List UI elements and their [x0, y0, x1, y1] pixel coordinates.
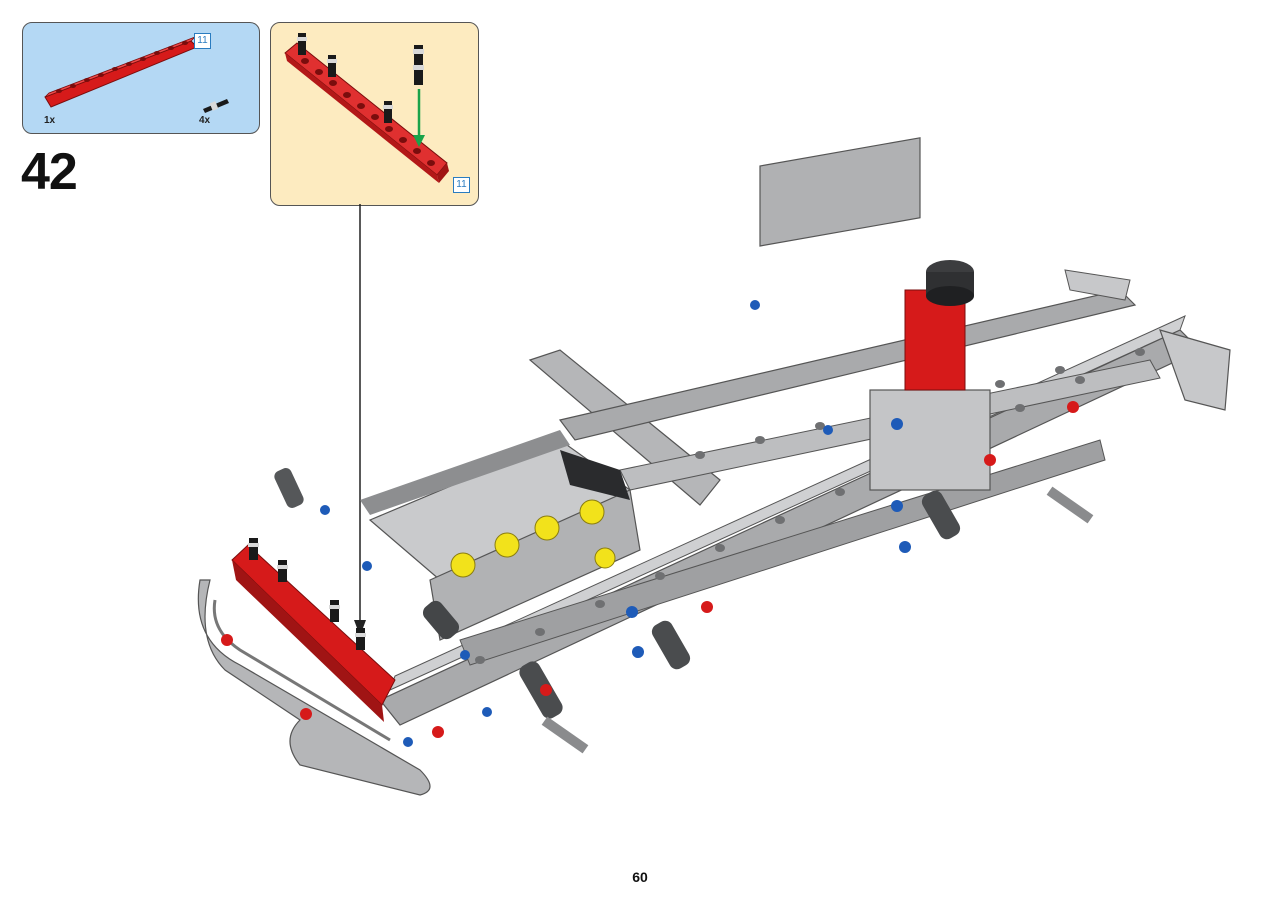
red-front-crossbeam [231, 544, 396, 722]
callout-red-beam [284, 42, 449, 183]
rear-cross-frame [759, 137, 991, 491]
page-number: 60 [632, 869, 648, 885]
insert-arrow [413, 89, 425, 147]
callout-leader-line [354, 204, 366, 636]
rear-bracket [1064, 269, 1231, 411]
step-number: 42 [21, 143, 78, 201]
pin-quantity: 4x [199, 115, 211, 126]
callout-length-badge: 11 [453, 177, 470, 193]
engine-block [360, 430, 641, 641]
rail-holes [475, 348, 1145, 664]
connector-pins [274, 468, 1094, 754]
blue-pins [320, 300, 911, 747]
beam-quantity: 1x [44, 115, 56, 126]
red-pins [221, 401, 1079, 738]
chassis-rails [379, 289, 1202, 726]
callout-panel: 11 [270, 22, 479, 206]
front-black-pins [248, 538, 366, 650]
red-beam-part [44, 36, 198, 108]
beam-length-badge: 11 [194, 33, 211, 49]
callout-illustration [284, 33, 449, 183]
pin-part [203, 99, 229, 113]
parts-list-panel: 11 1x 4x [22, 22, 260, 134]
parts-list-illustration [44, 36, 229, 113]
front-bumper [197, 579, 431, 796]
callout-pins [297, 33, 424, 123]
